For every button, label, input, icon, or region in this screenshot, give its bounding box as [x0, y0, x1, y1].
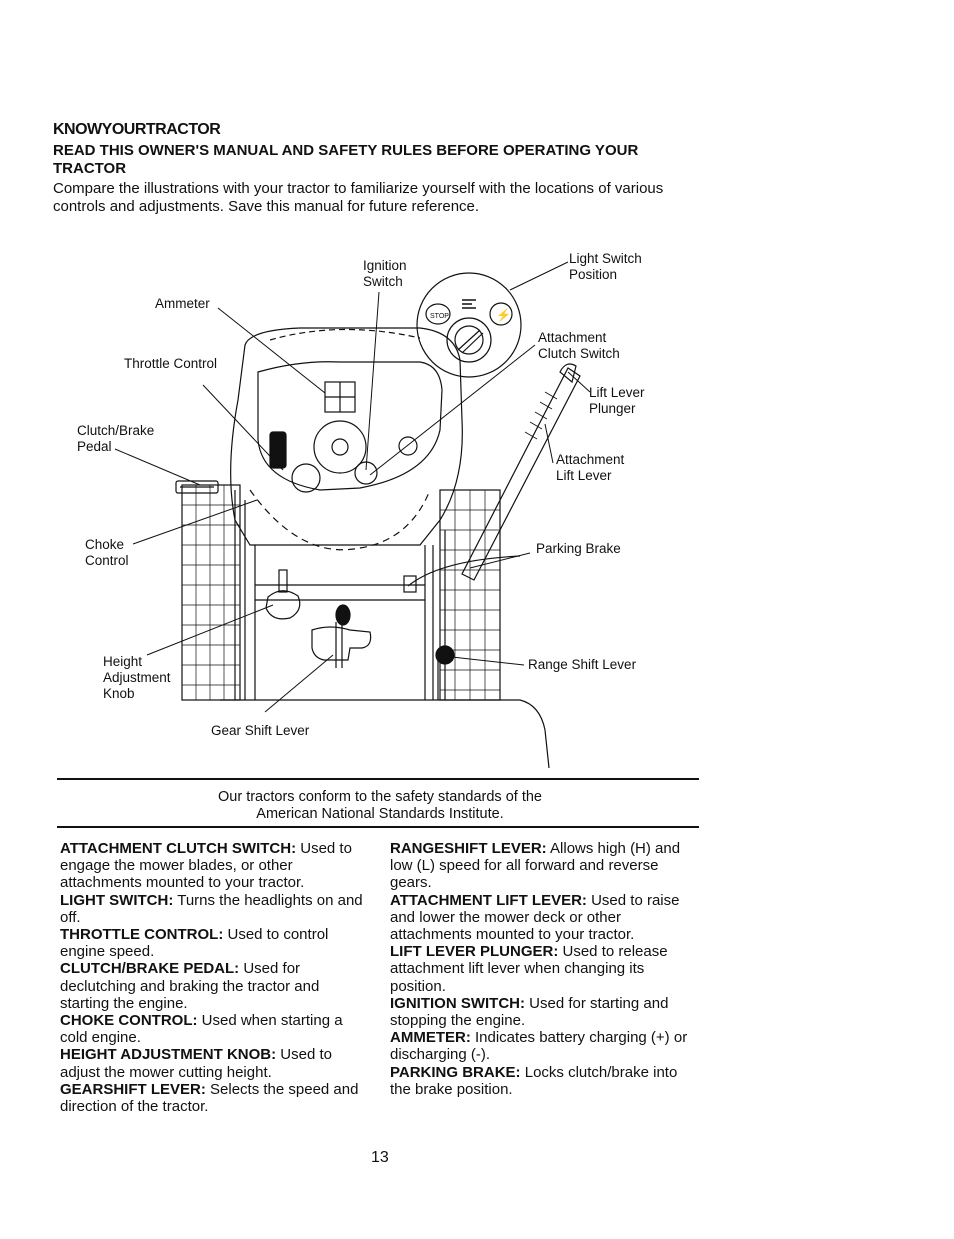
label-lift-line1: Attachment: [556, 452, 625, 467]
label-lift-line2: Lift Lever: [556, 468, 612, 483]
definition-item: PARKING BRAKE: Locks clutch/brake into t…: [390, 1064, 702, 1098]
label-height-line1: Height: [103, 654, 143, 669]
standards-line2: American National Standards Institute.: [256, 806, 504, 822]
definition-item: ATTACHMENT CLUTCH SWITCH: Used to engage…: [60, 840, 372, 892]
definition-item: CHOKE CONTROL: Used when starting a cold…: [60, 1012, 372, 1046]
definition-term: AMMETER:: [390, 1029, 471, 1047]
label-ignition-switch: Ignition Switch: [363, 258, 407, 290]
definition-term: CLUTCH/BRAKE PEDAL:: [60, 960, 240, 978]
standards-statement: Our tractors conform to the safety stand…: [150, 789, 610, 823]
label-ignition-line1: Ignition: [363, 258, 407, 273]
definition-item: LIGHT SWITCH: Turns the headlights on an…: [60, 892, 372, 926]
label-clutch-line1: Clutch/Brake: [77, 423, 155, 438]
definition-text: Used to control engine speed.: [60, 926, 329, 961]
label-height-line3: Knob: [103, 686, 135, 701]
label-height-line2: Adjustment: [103, 670, 171, 685]
label-attach-clutch-line1: Attachment: [538, 330, 607, 345]
safety-subtitle: READ THIS OWNER'S MANUAL AND SAFETY RULE…: [53, 142, 639, 177]
label-throttle-control: Throttle Control: [124, 356, 218, 371]
definition-term: CHOKE CONTROL:: [60, 1012, 198, 1030]
definition-item: THROTTLE CONTROL: Used to control engine…: [60, 926, 372, 960]
label-attachment-lift-lever: Attachment Lift Lever: [556, 452, 624, 484]
definition-term: ATTACHMENT LIFT LEVER:: [390, 891, 587, 909]
definition-text: Selects the speed and direction of the t…: [60, 1080, 359, 1116]
label-attachment-clutch-switch: Attachment Clutch Switch: [538, 330, 620, 362]
label-gear-shift-lever: Gear Shift Lever: [211, 723, 310, 738]
svg-text:⚡: ⚡: [496, 308, 511, 322]
label-choke-control: Choke Control: [85, 537, 129, 569]
definition-text: Allows high (H) and low (L) speed for al…: [390, 840, 681, 892]
label-light-switch: Light Switch Position: [569, 251, 642, 283]
definition-item: GEARSHIFT LEVER: Selects the speed and d…: [60, 1081, 372, 1115]
definition-term: IGNITION SWITCH:: [390, 994, 525, 1012]
definition-term: PARKING BRAKE:: [390, 1063, 521, 1081]
definition-item: HEIGHT ADJUSTMENT KNOB: Used to adjust t…: [60, 1046, 372, 1080]
definition-item: RANGESHIFT LEVER: Allows high (H) and lo…: [390, 840, 702, 892]
label-attach-clutch-line2: Clutch Switch: [538, 346, 620, 361]
definition-term: RANGESHIFT LEVER:: [390, 840, 547, 857]
definition-text: Used for starting and stopping the engin…: [390, 994, 669, 1030]
definition-item: AMMETER: Indicates battery charging (+) …: [390, 1029, 702, 1063]
page-number: 13: [371, 1149, 389, 1166]
label-light-line1: Light Switch: [569, 251, 642, 266]
definition-text: Used to release attachment lift lever wh…: [390, 943, 668, 995]
intro-paragraph: Compare the illustrations with your trac…: [53, 180, 664, 215]
definitions-right-column: RANGESHIFT LEVER: Allows high (H) and lo…: [390, 840, 702, 1098]
label-parking-brake: Parking Brake: [536, 541, 621, 556]
definition-term: HEIGHT ADJUSTMENT KNOB:: [60, 1046, 277, 1064]
definition-item: ATTACHMENT LIFT LEVER: Used to raise and…: [390, 892, 702, 944]
definition-term: ATTACHMENT CLUTCH SWITCH:: [60, 840, 297, 857]
definition-text: Locks clutch/brake into the brake positi…: [390, 1063, 678, 1098]
definition-text: Used when starting a cold engine.: [60, 1012, 343, 1047]
label-ignition-line2: Switch: [363, 274, 403, 289]
label-plunger-line1: Lift Lever: [589, 385, 645, 400]
label-choke-line1: Choke: [85, 537, 125, 552]
definitions-left-column: ATTACHMENT CLUTCH SWITCH: Used to engage…: [60, 840, 372, 1115]
definition-text: Used to adjust the mower cutting height.: [60, 1046, 332, 1081]
label-ammeter: Ammeter: [155, 296, 210, 311]
definition-text: Turns the headlights on and off.: [60, 891, 363, 926]
standards-line1: Our tractors conform to the safety stand…: [218, 789, 542, 805]
label-range-shift-lever: Range Shift Lever: [528, 657, 637, 672]
definition-term: LIGHT SWITCH:: [60, 891, 174, 909]
definition-text: Used to engage the mower blades, or othe…: [60, 840, 352, 892]
definition-item: IGNITION SWITCH: Used for starting and s…: [390, 995, 702, 1029]
label-clutch-brake-pedal: Clutch/Brake Pedal: [77, 423, 154, 455]
svg-text:STOP: STOP: [430, 313, 449, 320]
label-choke-line2: Control: [85, 553, 129, 568]
label-height-adjustment-knob: Height Adjustment Knob: [103, 654, 171, 702]
label-plunger-line2: Plunger: [589, 401, 636, 416]
definition-term: THROTTLE CONTROL:: [60, 926, 224, 944]
label-clutch-line2: Pedal: [77, 439, 112, 454]
definition-item: LIFT LEVER PLUNGER: Used to release atta…: [390, 943, 702, 995]
label-lift-lever-plunger: Lift Lever Plunger: [589, 385, 645, 417]
definition-text: Used to raise and lower the mower deck o…: [390, 891, 680, 944]
section-title: KNOWYOURTRACTOR: [53, 121, 221, 138]
label-light-line2: Position: [569, 267, 618, 282]
definition-term: LIFT LEVER PLUNGER:: [390, 943, 559, 961]
definition-item: CLUTCH/BRAKE PEDAL: Used for declutching…: [60, 960, 372, 1012]
definition-term: GEARSHIFT LEVER:: [60, 1080, 206, 1098]
definition-text: Used for declutching and braking the tra…: [60, 960, 320, 1012]
definition-text: Indicates battery charging (+) or discha…: [390, 1029, 688, 1064]
